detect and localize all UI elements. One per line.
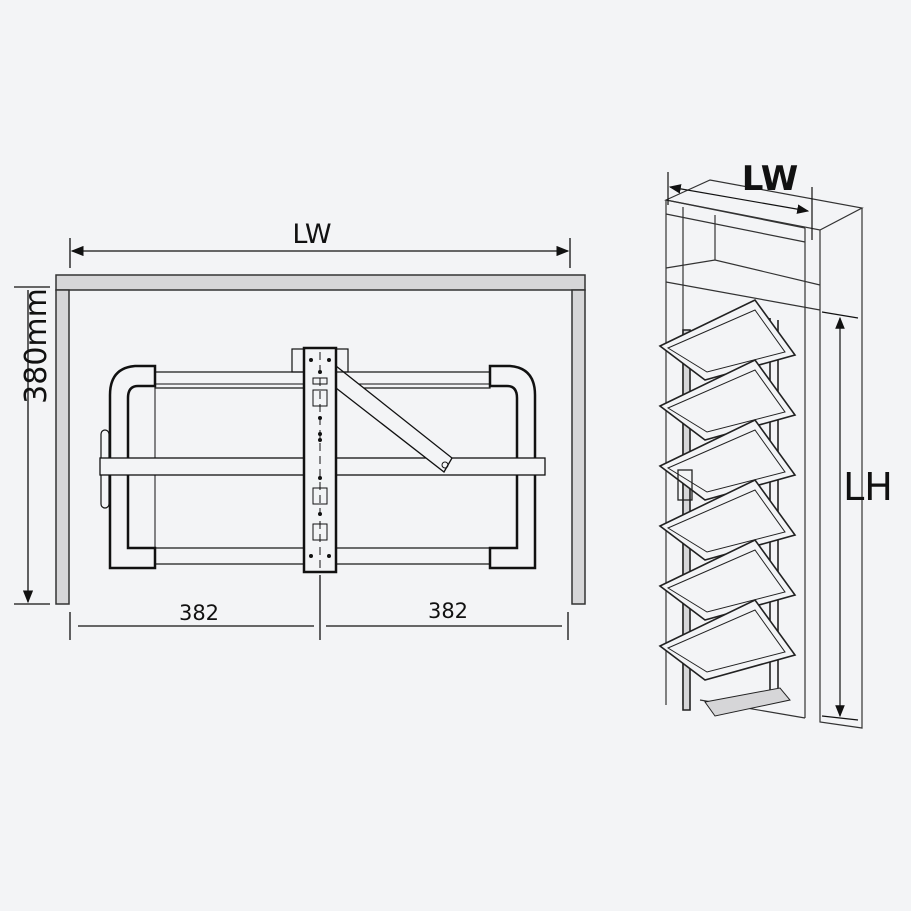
pullout-frame [99, 346, 546, 574]
cabinet-width-dimension [667, 172, 813, 240]
tray [658, 538, 797, 621]
cabinet-height-label: LH [843, 465, 893, 509]
tray [658, 598, 797, 681]
tray-stack [658, 298, 797, 717]
cabinet-carcass [55, 274, 586, 605]
depth-dimension [14, 286, 50, 605]
tray [658, 478, 797, 561]
right-section-label: 382 [428, 599, 468, 623]
left-section-label: 382 [179, 601, 219, 625]
tray [658, 298, 797, 381]
plan-width-label: LW [292, 219, 331, 250]
section-dimensions [69, 575, 569, 640]
width-dimension [69, 238, 571, 268]
tray [658, 418, 797, 501]
cabinet-height-dimension [821, 311, 859, 721]
plan-depth-label: 380mm [19, 288, 54, 404]
tray [658, 358, 797, 441]
cabinet-width-label: LW [742, 159, 799, 199]
